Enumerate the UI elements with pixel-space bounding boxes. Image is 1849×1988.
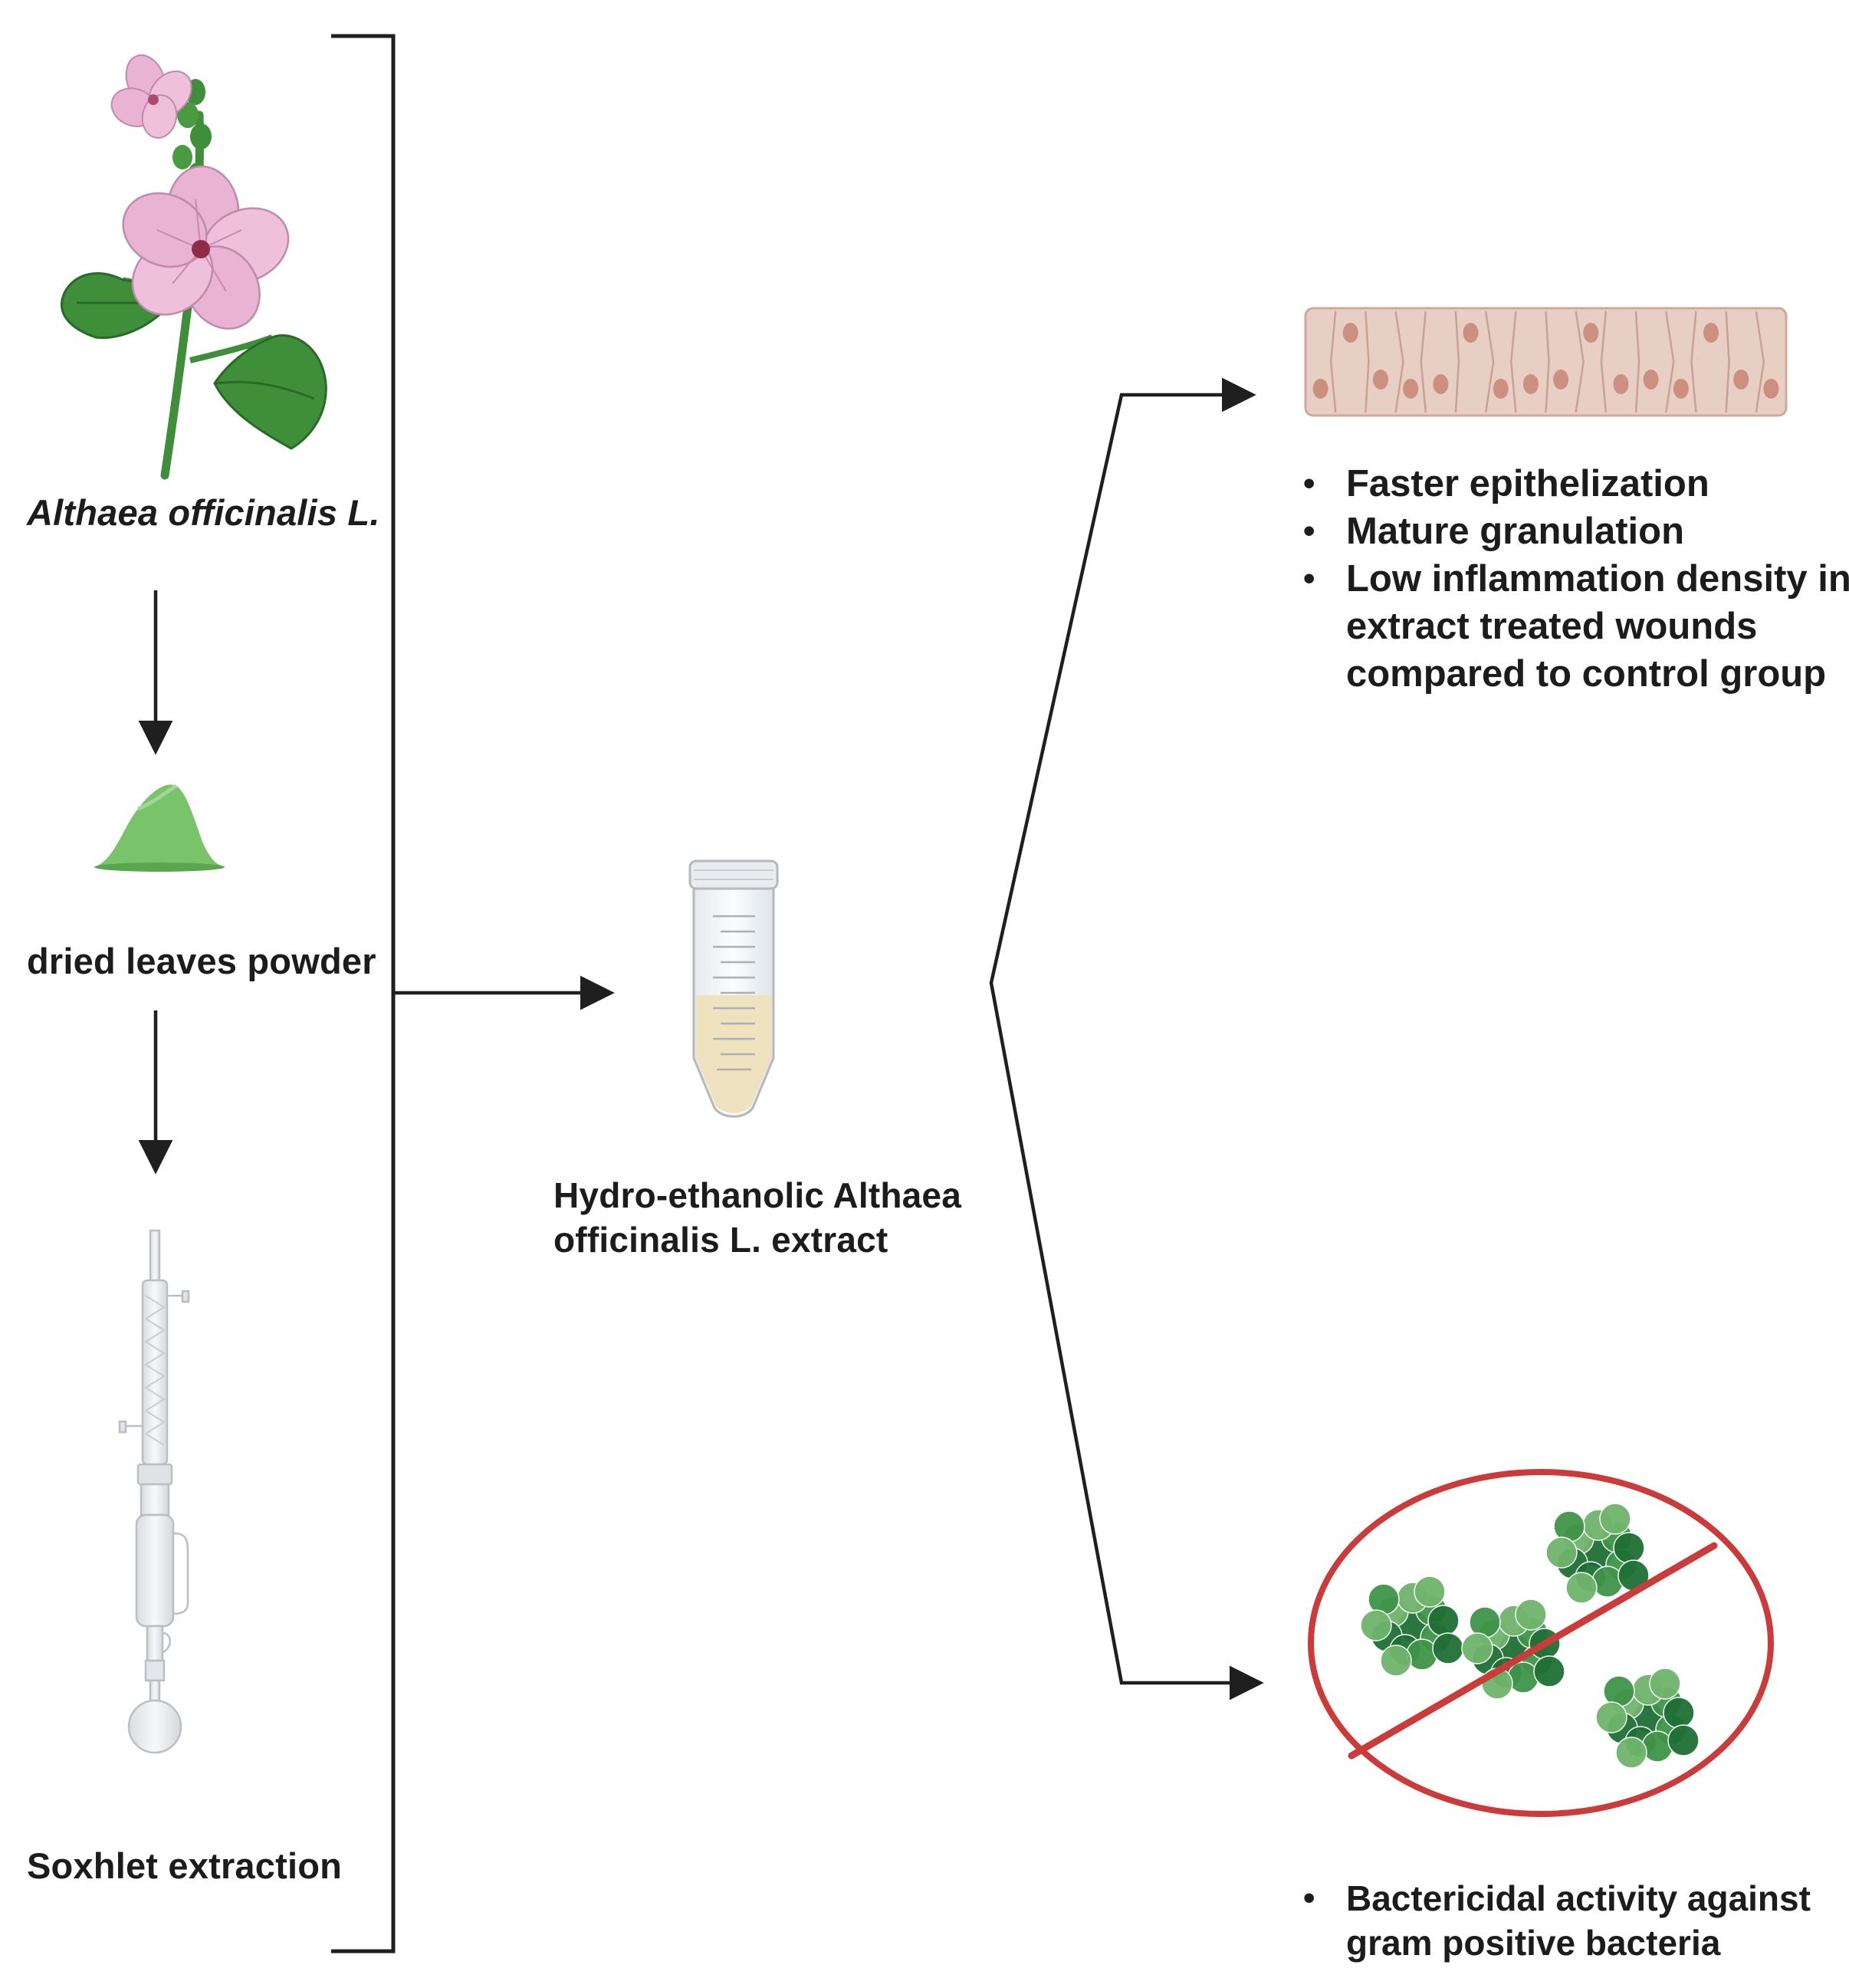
soxhlet-apparatus-illustration: [118, 1229, 190, 1754]
cell-nucleus: [1583, 323, 1599, 343]
bacteria-cluster: [1545, 1503, 1650, 1604]
powder-label: dried leaves powder: [27, 941, 376, 981]
flow-arrows: [138, 377, 1264, 1700]
cell-nucleus: [1372, 370, 1388, 389]
extract-label: Hydro-ethanolic Althaea officinalis L. e…: [553, 1173, 961, 1262]
outcome-granulation: Mature granulation: [1303, 508, 1849, 555]
extract-label-line1: Hydro-ethanolic Althaea: [553, 1175, 961, 1215]
flower-main: [122, 165, 290, 330]
althaea-plant-illustration: [61, 54, 327, 480]
cell-nucleus: [1673, 379, 1689, 399]
epithelium-illustration: [1304, 307, 1788, 417]
antibacterial-outcomes: Bactericidal activity against gram posit…: [1303, 1876, 1821, 1965]
cell-nucleus: [1433, 374, 1449, 394]
bacteria-prohibition-illustration: [1308, 1469, 1774, 1817]
branch-connector: [989, 393, 1257, 1685]
bacteria-cluster: [1360, 1576, 1464, 1677]
flower-top: [110, 54, 192, 139]
bacteria-cluster: [1461, 1599, 1565, 1700]
cell-nucleus: [1342, 323, 1358, 343]
outcome-bactericidal: Bactericidal activity against gram posit…: [1303, 1876, 1821, 1965]
extract-label-line2: officinalis L. extract: [553, 1220, 888, 1260]
cell-nucleus: [1643, 370, 1659, 389]
cell-nucleus: [1763, 379, 1779, 399]
outcome-epithelization: Faster epithelization: [1303, 460, 1849, 508]
plant-label: Althaea officinalis L.: [27, 492, 380, 533]
cell-nucleus: [1312, 379, 1328, 399]
cell-nucleus: [1553, 370, 1569, 389]
input-bracket: [331, 34, 396, 1953]
bacteria-clusters: [1360, 1503, 1700, 1769]
cell-nucleus: [1403, 379, 1419, 399]
cell-nucleus: [1703, 323, 1719, 343]
cell-nucleus: [1613, 374, 1629, 394]
cell-nucleus: [1493, 379, 1509, 399]
powder-pile-illustration: [94, 784, 225, 872]
bacteria-cluster: [1595, 1668, 1700, 1769]
cell-nucleus: [1463, 323, 1479, 343]
leaf: [213, 334, 327, 450]
prohibition-slash: [1348, 1542, 1718, 1760]
wound-healing-outcomes: Faster epithelization Mature granulation…: [1303, 460, 1849, 698]
cell-nucleus: [1522, 374, 1539, 394]
outcome-inflammation: Low inflammation density in extract trea…: [1303, 555, 1849, 698]
cell-nucleus: [1733, 370, 1749, 389]
extract-tube-illustration: [688, 859, 779, 1118]
soxhlet-label: Soxhlet extraction: [27, 1845, 343, 1886]
